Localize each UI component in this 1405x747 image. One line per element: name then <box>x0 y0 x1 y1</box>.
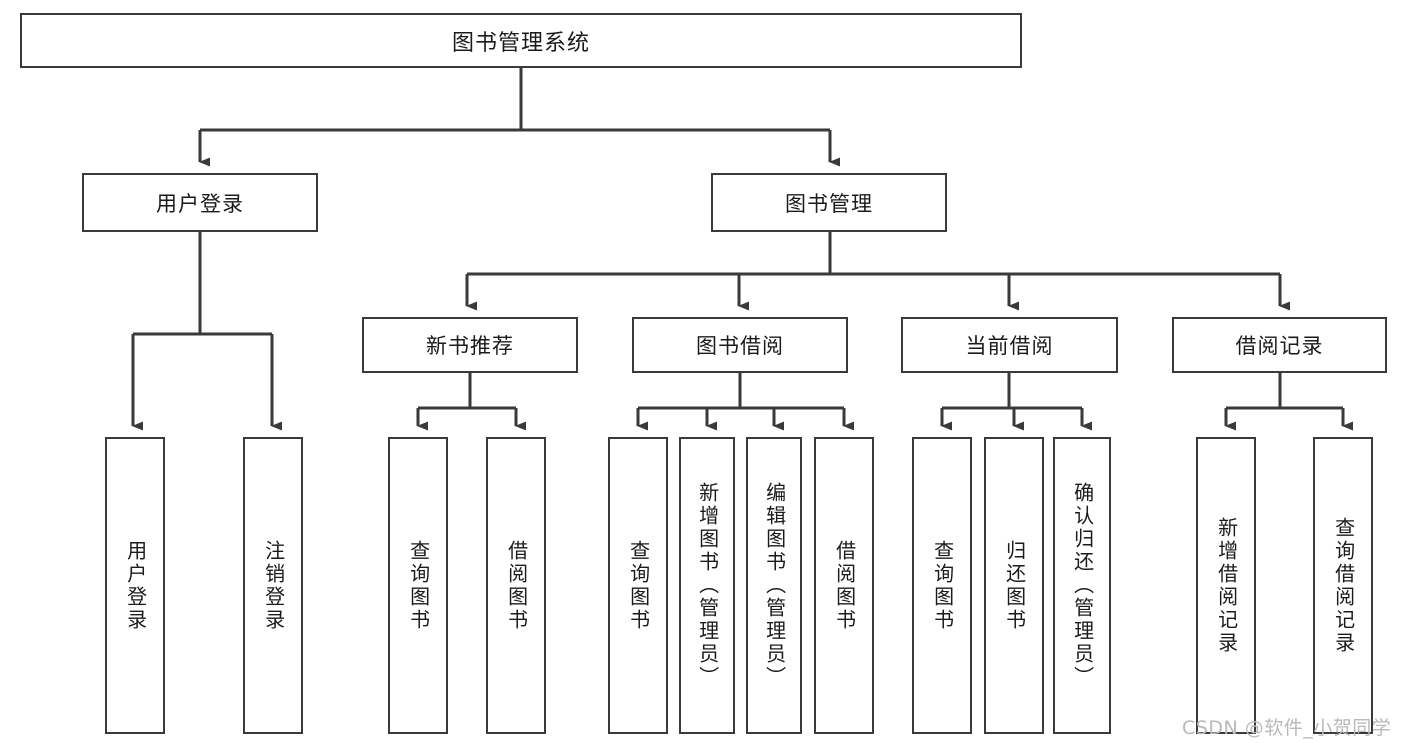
leaf-add-borrow-record[interactable]: 新增借阅记录 <box>1196 437 1256 734</box>
leaf-label: 查询图书 <box>930 539 955 632</box>
leaf-confirm-return-admin[interactable]: 确认归还（管理员） <box>1053 437 1111 734</box>
node-label: 图书借阅 <box>696 334 784 358</box>
node-level2-book-borrow[interactable]: 图书借阅 <box>632 317 848 373</box>
leaf-label: 归还图书 <box>1002 539 1027 632</box>
leaf-borrow-book[interactable]: 借阅图书 <box>814 437 874 734</box>
leaf-add-book-admin[interactable]: 新增图书（管理员） <box>679 437 735 734</box>
leaf-label: 注销登录 <box>261 539 286 632</box>
leaf-query-book-borrow[interactable]: 查询图书 <box>608 437 668 734</box>
leaf-query-borrow-record[interactable]: 查询借阅记录 <box>1313 437 1373 734</box>
node-level2-current-borrow[interactable]: 当前借阅 <box>901 317 1118 373</box>
node-level2-borrow-record[interactable]: 借阅记录 <box>1172 317 1387 373</box>
node-level1-book-management[interactable]: 图书管理 <box>711 173 947 232</box>
node-root[interactable]: 图书管理系统 <box>20 13 1022 68</box>
node-label: 用户登录 <box>156 191 244 216</box>
leaf-label: 查询借阅记录 <box>1331 516 1356 655</box>
node-root-label: 图书管理系统 <box>451 30 590 56</box>
leaf-edit-book-admin[interactable]: 编辑图书（管理员） <box>746 437 802 734</box>
leaf-borrow-book-recommend[interactable]: 借阅图书 <box>486 437 546 734</box>
leaf-query-book-current[interactable]: 查询图书 <box>912 437 972 734</box>
leaf-label: 借阅图书 <box>832 539 857 632</box>
leaf-return-book[interactable]: 归还图书 <box>984 437 1044 734</box>
leaf-user-login[interactable]: 用户登录 <box>105 437 165 734</box>
leaf-label: 确认归还（管理员） <box>1070 482 1095 689</box>
leaf-label: 新增借阅记录 <box>1214 516 1239 655</box>
node-label: 当前借阅 <box>965 334 1054 358</box>
node-level2-new-book-recommend[interactable]: 新书推荐 <box>362 317 578 373</box>
node-label: 新书推荐 <box>426 334 514 358</box>
node-level1-user-login[interactable]: 用户登录 <box>82 173 318 232</box>
node-label: 借阅记录 <box>1235 334 1324 358</box>
leaf-label: 查询图书 <box>406 539 431 632</box>
leaf-query-book-recommend[interactable]: 查询图书 <box>388 437 448 734</box>
leaf-label: 新增图书（管理员） <box>695 482 720 689</box>
leaf-logout[interactable]: 注销登录 <box>243 437 303 734</box>
leaf-label: 编辑图书（管理员） <box>762 482 787 689</box>
node-label: 图书管理 <box>785 191 873 216</box>
leaf-label: 借阅图书 <box>504 539 529 632</box>
watermark: CSDN @软件_小贺同学 <box>1182 717 1392 739</box>
leaf-label: 用户登录 <box>123 539 148 632</box>
leaf-label: 查询图书 <box>626 539 651 632</box>
